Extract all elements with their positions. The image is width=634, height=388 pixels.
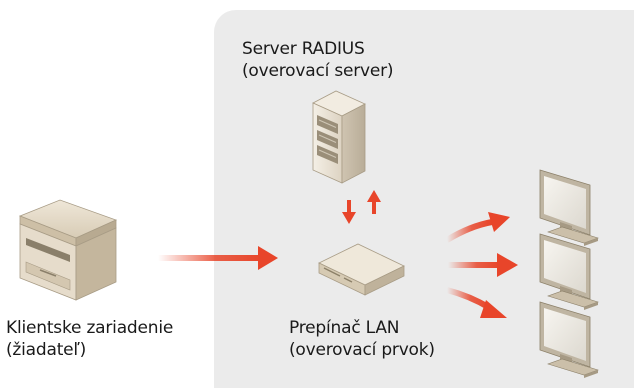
client-device-subtitle: (žiadateľ) [6,340,87,360]
monitor-icon [539,301,599,378]
network-switch-icon [318,243,405,296]
radius-server-subtitle: (overovací server) [242,61,394,81]
lan-switch-subtitle: (overovací prvok) [289,340,435,360]
lan-switch-title: Prepínač LAN [289,318,400,338]
client-to-switch-arrow [158,246,278,270]
printer-icon [18,199,118,301]
server-tower-icon [312,90,366,184]
client-device-label: Klientske zariadenie (žiadateľ) [6,317,173,361]
lan-switch-label: Prepínač LAN (overovací prvok) [289,317,435,361]
radius-server-label: Server RADIUS (overovací server) [242,38,394,82]
monitor-icon [539,169,599,246]
client-device-title: Klientske zariadenie [6,318,174,338]
radius-server-title: Server RADIUS [242,39,365,59]
auth-exchange-arrows [342,190,381,224]
switch-to-computers-arrows [445,212,518,318]
monitor-icon [539,233,599,310]
